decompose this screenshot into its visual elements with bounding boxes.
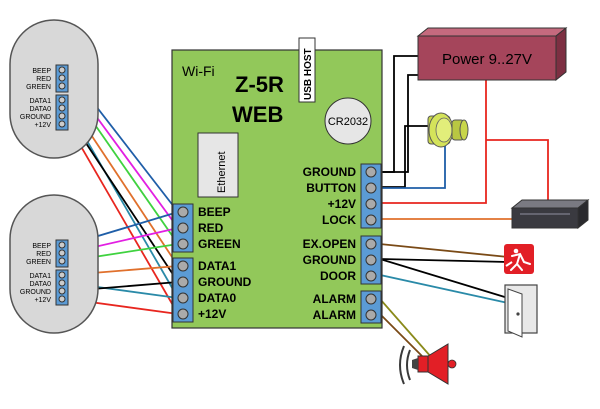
reader-pin-label: +12V — [34, 297, 51, 304]
reader-terminals — [55, 64, 69, 131]
wire-power-ground — [380, 55, 418, 173]
reader-pin-label: DATA1 — [29, 98, 51, 105]
right-terminal-block — [360, 163, 382, 324]
power-label: Power 9..27V — [442, 51, 532, 68]
ethernet-label: Ethernet — [216, 151, 228, 193]
reader-pin-label: DATA0 — [29, 106, 51, 113]
terminal-label: DOOR — [320, 269, 356, 283]
reader-pin-label: GREEN — [26, 84, 51, 91]
terminal-label: GREEN — [198, 237, 241, 251]
terminal-label: DATA0 — [198, 291, 237, 305]
reader-pin-label: RED — [36, 76, 51, 83]
wire-exopen — [379, 243, 509, 258]
reader-body — [9, 19, 99, 159]
wire-button-blue — [380, 145, 446, 189]
wire-door-ground — [379, 258, 509, 299]
left-terminal-block — [172, 203, 194, 323]
wire-exit-ground — [379, 258, 509, 263]
terminal-label: LOCK — [322, 213, 356, 227]
terminal-label: +12V — [198, 307, 226, 321]
reader-body — [9, 194, 99, 334]
reader-bottom: BEEP RED GREEN DATA1 DATA0 GROUND +12V — [9, 194, 99, 334]
reader-pin-label: GROUND — [20, 289, 51, 296]
wire-power-12v — [380, 67, 561, 204]
emergency-exit-icon — [504, 244, 534, 274]
terminal-label: +12V — [328, 197, 356, 211]
terminal-label: BEEP — [198, 205, 231, 219]
model-line-2: WEB — [232, 102, 283, 127]
terminal-label: RED — [198, 221, 224, 235]
wire-power-ground-2 — [380, 74, 418, 173]
terminal-label: EX.OPEN — [303, 237, 356, 251]
terminal-label: ALARM — [313, 292, 356, 306]
reader-pin-label: +12V — [34, 122, 51, 129]
model-line-1: Z-5R — [235, 72, 284, 97]
terminal-label: GROUND — [303, 253, 357, 267]
ethernet-port: Ethernet — [197, 132, 239, 198]
power-supply: Power 9..27V — [416, 26, 568, 82]
wire-door — [379, 274, 509, 304]
reader-terminals — [55, 239, 69, 306]
reader-pin-label: GROUND — [20, 114, 51, 121]
wire-alarm-2 — [379, 313, 429, 363]
reader-pin-label: GREEN — [26, 259, 51, 266]
terminal-label: GROUND — [303, 165, 357, 179]
controller-board: Wi-Fi Z-5R WEB USB HOST CR2032 Ethernet — [171, 37, 383, 329]
reader-top: BEEP RED GREEN DATA1 DATA0 GROUND +12V — [9, 19, 99, 159]
wire-alarm-1 — [379, 298, 433, 359]
wire-lock-red — [486, 139, 549, 205]
exit-push-button-icon — [427, 112, 469, 148]
alarm-siren-icon — [399, 343, 457, 385]
battery-holder: CR2032 — [324, 97, 372, 145]
door-icon — [504, 284, 538, 338]
wifi-label: Wi-Fi — [182, 63, 215, 79]
terminal-label: DATA1 — [198, 259, 237, 273]
terminal-label: GROUND — [198, 275, 252, 289]
usb-label: USB HOST — [303, 48, 314, 100]
terminal-label: ALARM — [313, 308, 356, 322]
usb-host-port: USB HOST — [298, 37, 316, 103]
reader-pin-label: BEEP — [32, 68, 51, 75]
magnetic-lock-icon — [510, 198, 590, 230]
reader-pin-label: RED — [36, 251, 51, 258]
wire-12v-top — [67, 123, 179, 315]
peripheral-wires — [379, 55, 561, 363]
terminal-label: BUTTON — [306, 181, 356, 195]
battery-label: CR2032 — [328, 116, 368, 128]
reader-pin-label: DATA1 — [29, 273, 51, 280]
reader-pin-label: BEEP — [32, 243, 51, 250]
wire-button-black — [380, 125, 430, 188]
reader-pin-label: DATA0 — [29, 281, 51, 288]
